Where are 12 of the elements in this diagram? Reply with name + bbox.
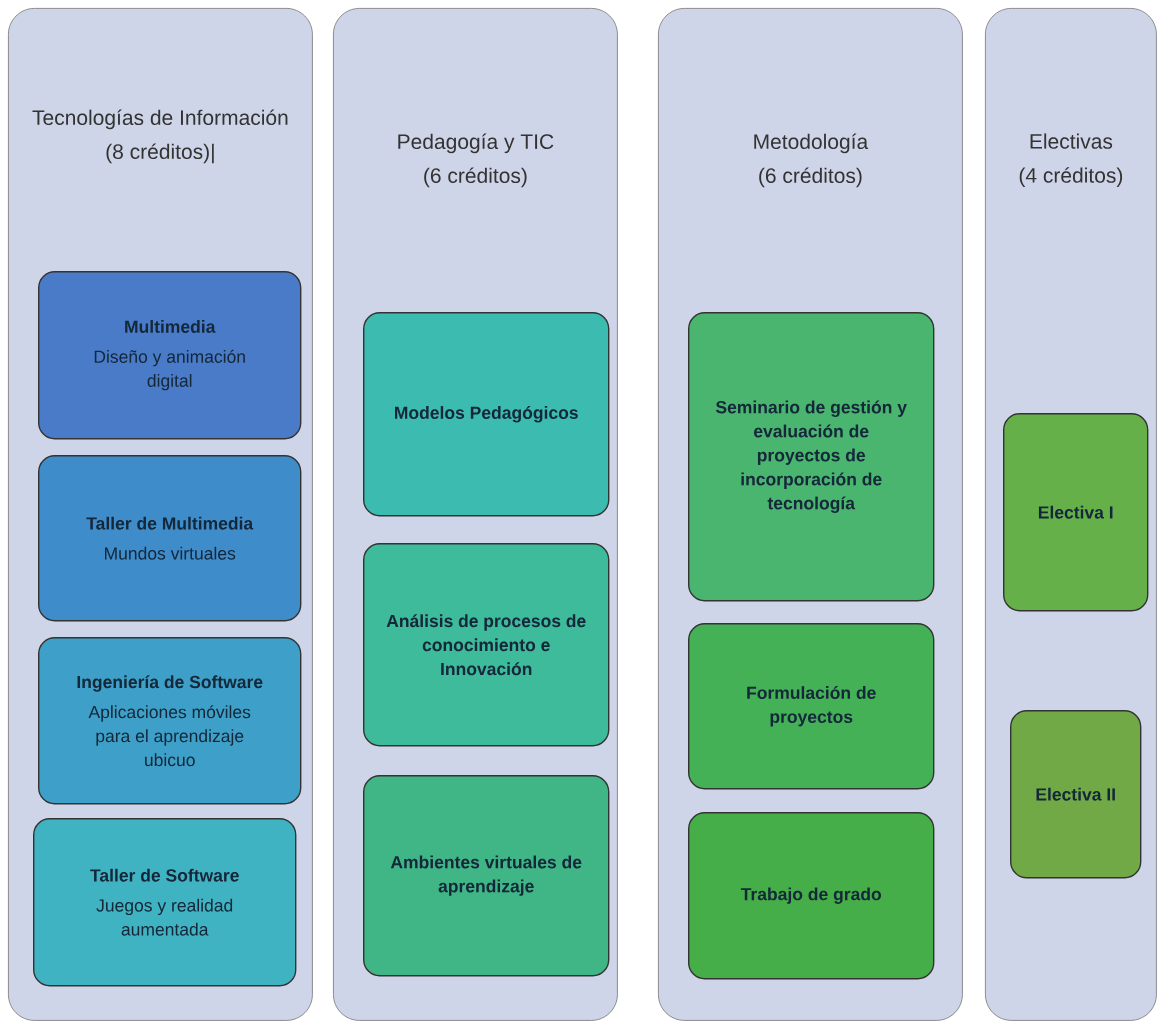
course-box: Análisis de procesos de conocimiento e Innovación [363, 543, 610, 747]
course-box: Ambientes virtuales de aprendizaje [363, 775, 610, 977]
course-box: Multimedia Diseño y animación digital [38, 271, 302, 440]
course-box: Seminario de gestión y evaluación de proyectos de incorporación de tecnología [688, 312, 935, 602]
course-box: Ingeniería de Software Aplicaciones móviles para el aprendizaje ubicuo [38, 637, 302, 805]
course-box: Taller de Multimedia Mundos virtuales [38, 455, 302, 622]
course-box: Taller de Software Juegos y realidad aumentada [33, 818, 297, 987]
course-box: Electiva I [1003, 413, 1149, 612]
course-box: Formulación de proyectos [688, 623, 935, 790]
course-box: Electiva II [1010, 710, 1142, 879]
course-box: Trabajo de grado [688, 812, 935, 980]
course-box: Modelos Pedagógicos [363, 312, 610, 517]
